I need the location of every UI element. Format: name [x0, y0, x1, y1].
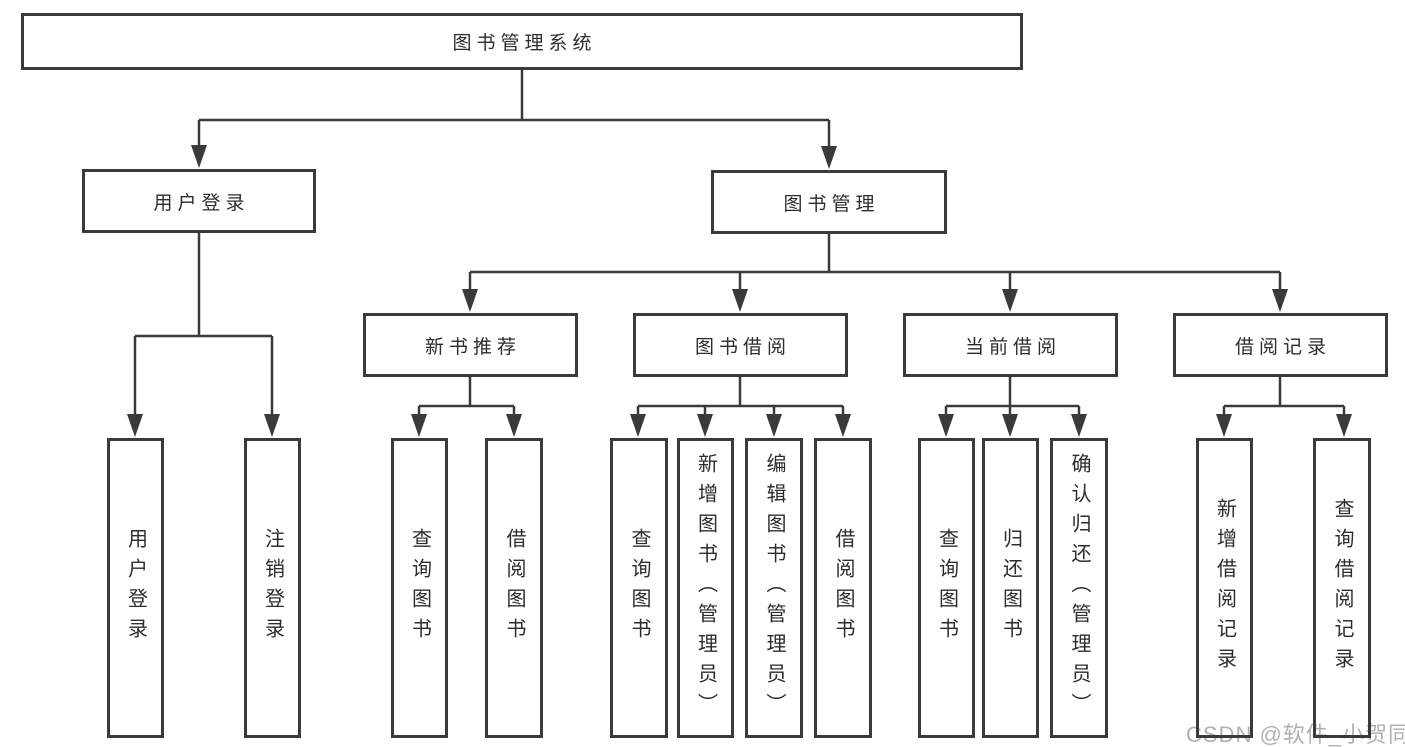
- leaf-query-book-3: 查询图书: [918, 438, 975, 738]
- leaf-label: 确认归还（管理员）: [1068, 453, 1090, 723]
- leaf-label: 归还图书: [999, 528, 1022, 648]
- leaf-label: 新增图书（管理员）: [694, 453, 717, 723]
- node-borrow-record: 借阅记录: [1173, 313, 1388, 377]
- leaf-label: 借阅图书: [832, 528, 854, 648]
- leaf-label: 用户登录: [124, 528, 147, 648]
- leaf-label: 注销登录: [261, 528, 284, 648]
- leaf-borrow-book-1: 借阅图书: [485, 438, 543, 738]
- leaf-return-book: 归还图书: [982, 438, 1039, 738]
- leaf-query-book-1: 查询图书: [391, 438, 448, 738]
- leaf-edit-book-admin: 编辑图书（管理员）: [745, 438, 803, 738]
- node-book-management: 图书管理: [711, 170, 947, 234]
- node-new-book-recommend: 新书推荐: [363, 313, 578, 377]
- leaf-query-borrow-record: 查询借阅记录: [1313, 438, 1371, 738]
- leaf-logout: 注销登录: [244, 438, 301, 738]
- leaf-query-book-2: 查询图书: [610, 438, 668, 738]
- leaf-label: 查询图书: [408, 528, 431, 648]
- leaf-add-borrow-record: 新增借阅记录: [1196, 438, 1253, 738]
- leaf-label: 新增借阅记录: [1213, 498, 1236, 678]
- leaf-label: 查询图书: [628, 528, 650, 648]
- leaf-label: 编辑图书（管理员）: [763, 453, 785, 723]
- watermark: CSDN @软件_小贺同学: [1186, 722, 1405, 747]
- node-current-borrow: 当前借阅: [903, 313, 1118, 377]
- leaf-user-login: 用户登录: [107, 438, 164, 738]
- leaf-label: 借阅图书: [503, 528, 525, 648]
- node-user-login: 用户登录: [82, 169, 316, 233]
- leaf-add-book-admin: 新增图书（管理员）: [677, 438, 734, 738]
- leaf-confirm-return-admin: 确认归还（管理员）: [1050, 438, 1108, 738]
- leaf-label: 查询借阅记录: [1331, 498, 1353, 678]
- leaf-borrow-book-2: 借阅图书: [814, 438, 872, 738]
- node-book-borrow: 图书借阅: [633, 313, 848, 377]
- leaf-label: 查询图书: [935, 528, 958, 648]
- node-root: 图书管理系统: [21, 13, 1023, 70]
